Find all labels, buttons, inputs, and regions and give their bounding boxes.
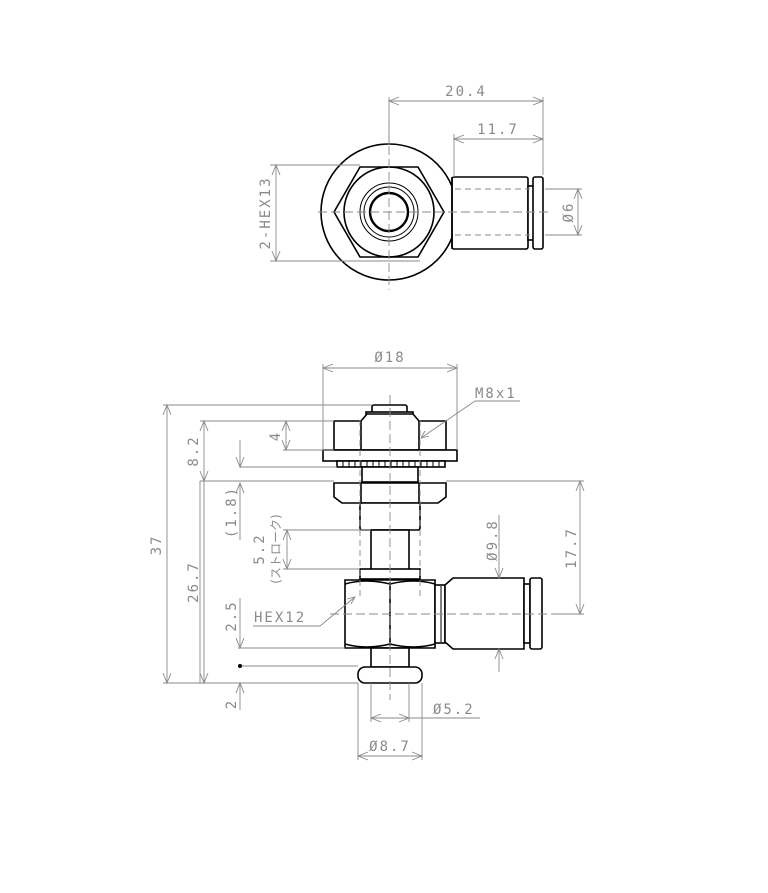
label-stroke: (ストローク)	[269, 514, 283, 583]
dim-body-diameter: Ø9.8	[485, 519, 501, 561]
dim-pad-thickness: 2	[224, 699, 240, 709]
release-collar	[532, 176, 544, 250]
label-thread: M8x1	[475, 386, 517, 402]
side-port-fitting	[444, 577, 525, 650]
tube-fitting-body	[451, 176, 529, 250]
dim-stroke: 5.2	[252, 533, 268, 564]
dim-stem-diameter: Ø5.2	[433, 702, 475, 718]
dim-tube-diameter: Ø6	[561, 202, 577, 223]
dim-nut-height: 4	[268, 431, 284, 441]
dim-lower-section: 26.7	[186, 561, 202, 603]
dim-flange-diameter: Ø18	[374, 350, 405, 366]
label-hex12: HEX12	[254, 610, 306, 626]
dim-port-height: 17.7	[564, 527, 580, 569]
dim-pad-diameter: Ø8.7	[369, 739, 411, 755]
dim-hex-top: 2-HEX13	[258, 176, 274, 249]
top-view: 20.4 11.7 2-HEX13 Ø6	[258, 84, 583, 290]
dim-gap: (1.8)	[224, 486, 240, 538]
dim-upper-section: 8.2	[186, 435, 202, 466]
front-view: Ø18 M8x1 37 4 8.2 (1.8)	[149, 350, 585, 761]
dim-width-overall: 20.4	[445, 84, 487, 100]
side-port-collar	[529, 577, 543, 650]
dim-height-overall: 37	[149, 535, 165, 556]
dim-tube-length: 11.7	[477, 122, 519, 138]
dim-bottom-offset: 2.5	[224, 600, 240, 631]
